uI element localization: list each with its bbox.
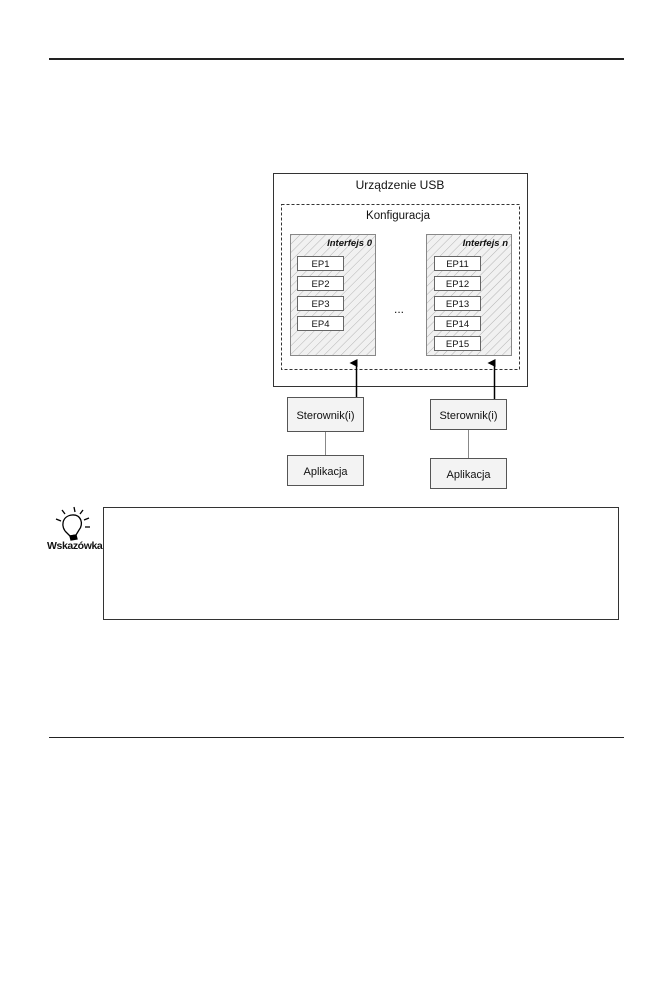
- driver-left-box: Sterownik(i): [287, 397, 364, 432]
- endpoint-ep15: EP15: [434, 336, 481, 351]
- svg-text:EP14: EP14: [446, 319, 469, 330]
- endpoint-ep14: EP14: [434, 316, 481, 331]
- app-right-label: Aplikacja: [446, 469, 491, 481]
- svg-text:EP13: EP13: [446, 299, 469, 310]
- interface-n-box: Interfejs n EP11 EP12 EP13 EP14 EP15: [426, 234, 512, 356]
- svg-text:EP3: EP3: [312, 299, 330, 310]
- header-rule: [49, 58, 624, 60]
- endpoint-ep4: EP4: [297, 316, 344, 331]
- endpoint-ep13: EP13: [434, 296, 481, 311]
- endpoint-ep11: EP11: [434, 256, 481, 271]
- svg-text:EP2: EP2: [312, 279, 330, 290]
- svg-text:EP12: EP12: [446, 279, 469, 290]
- interface-n-title: Interfejs n: [463, 238, 509, 249]
- svg-text:EP11: EP11: [446, 259, 469, 270]
- device-title: Urządzenie USB: [356, 178, 445, 192]
- interface-0-title: Interfejs 0: [327, 238, 373, 249]
- footer-rule: [49, 737, 624, 738]
- app-left-label: Aplikacja: [303, 466, 348, 478]
- svg-text:EP1: EP1: [312, 259, 330, 270]
- configuration-title: Konfiguracja: [366, 210, 431, 222]
- interface-0-box: Interfejs 0 EP1 EP2 EP3 EP4: [290, 234, 376, 356]
- hint-box: [103, 507, 619, 620]
- app-left-box: Aplikacja: [287, 455, 364, 486]
- hint-label: Wskazówka: [47, 540, 103, 552]
- configuration-box: Konfiguracja: [281, 204, 520, 370]
- lightbulb-icon: [55, 506, 90, 541]
- driver-right-box: Sterownik(i): [430, 399, 507, 430]
- endpoint-ep12: EP12: [434, 276, 481, 291]
- endpoint-ep2: EP2: [297, 276, 344, 291]
- endpoint-ep3: EP3: [297, 296, 344, 311]
- interfaces-ellipsis: ...: [394, 302, 404, 316]
- driver-right-label: Sterownik(i): [439, 410, 497, 422]
- app-right-box: Aplikacja: [430, 458, 507, 489]
- endpoint-ep1: EP1: [297, 256, 344, 271]
- svg-text:EP15: EP15: [446, 339, 469, 350]
- driver-left-label: Sterownik(i): [296, 410, 354, 422]
- svg-text:EP4: EP4: [312, 319, 330, 330]
